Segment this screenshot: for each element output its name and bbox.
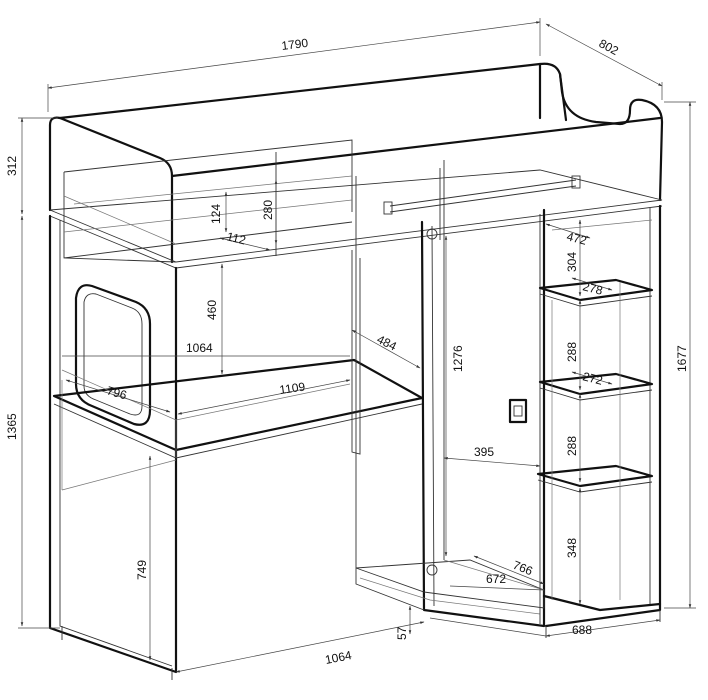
dim-rail-height: 312 <box>5 156 19 176</box>
loft-bed-body <box>48 62 664 680</box>
dim-bed-shelf-height: 280 <box>261 200 275 220</box>
dim-wardrobe-floor-width: 672 <box>486 572 506 586</box>
bed-rail-back-lower <box>170 116 662 178</box>
shelf-2-edge <box>539 387 653 401</box>
bed-rail-front <box>48 116 174 264</box>
dim-shelf-spacing-4: 348 <box>565 538 579 558</box>
dim-desk-top-length: 1109 <box>278 379 306 397</box>
shelf-3 <box>536 464 654 488</box>
foot-left <box>61 626 173 680</box>
dim-shelf-depth: 112 <box>225 229 247 247</box>
desk-top-edge <box>53 403 423 459</box>
wardrobe-front <box>420 208 546 628</box>
dim-wardrobe-width: 395 <box>474 445 494 459</box>
dim-shelf-depth-2: 272 <box>581 369 604 388</box>
left-end-panel-edge <box>59 220 173 667</box>
dimension-lines <box>18 18 696 673</box>
wardrobe-base <box>355 559 545 609</box>
hanging-rail-bracket-right <box>571 175 581 189</box>
bed-inner-shelf <box>63 175 353 245</box>
hanging-rail-bracket-left <box>383 201 393 215</box>
dim-base-depth: 688 <box>572 623 592 637</box>
bed-headboard <box>538 62 568 122</box>
dim-overall-length: 1790 <box>281 36 310 53</box>
desk-hidden-lines <box>61 369 351 491</box>
hinge-top-icon <box>426 228 438 240</box>
dim-shelf-depth-top: 472 <box>565 229 588 248</box>
shelf-unit-back-edge <box>539 208 651 624</box>
dim-shelf-spacing-3: 288 <box>565 436 579 456</box>
wardrobe-left-post <box>355 260 425 611</box>
dim-desk-depth: 484 <box>375 332 399 354</box>
dim-overall-height: 1677 <box>675 345 689 372</box>
shelf-3-edge <box>537 479 653 493</box>
dim-under-bed-height: 460 <box>205 300 219 320</box>
dimension-labels: 1790 802 312 1677 1365 749 1064 57 688 4… <box>5 36 689 667</box>
dim-wardrobe-floor-depth: 766 <box>511 558 535 579</box>
dim-desk-side-depth: 796 <box>105 383 128 402</box>
dim-loft-underside-height: 1365 <box>5 413 19 440</box>
dim-desk-width: 1064 <box>186 341 213 355</box>
dim-base-length: 1064 <box>324 648 353 667</box>
wardrobe-handle <box>508 398 528 424</box>
dim-shelf-height: 124 <box>209 204 223 224</box>
dim-shelf-spacing-2: 288 <box>565 342 579 362</box>
hinge-bottom-icon <box>426 564 438 576</box>
bed-inner-frame <box>63 139 353 263</box>
wardrobe-handle-inner <box>513 405 523 417</box>
dim-base-offset: 57 <box>395 626 409 640</box>
dim-wardrobe-height: 1276 <box>451 345 465 372</box>
dim-shelf-depth-1: 278 <box>581 279 604 298</box>
dim-overall-depth: 802 <box>597 36 622 58</box>
dim-desk-height: 749 <box>135 560 149 580</box>
bed-platform-top <box>49 169 663 263</box>
shelf-bottom <box>542 594 662 612</box>
hanging-rail <box>389 179 577 213</box>
left-end-panel <box>48 214 178 674</box>
dim-shelf-spacing-1: 304 <box>565 252 579 272</box>
shelf-unit-right-panel <box>544 204 662 628</box>
wardrobe-door-edge <box>431 160 445 607</box>
